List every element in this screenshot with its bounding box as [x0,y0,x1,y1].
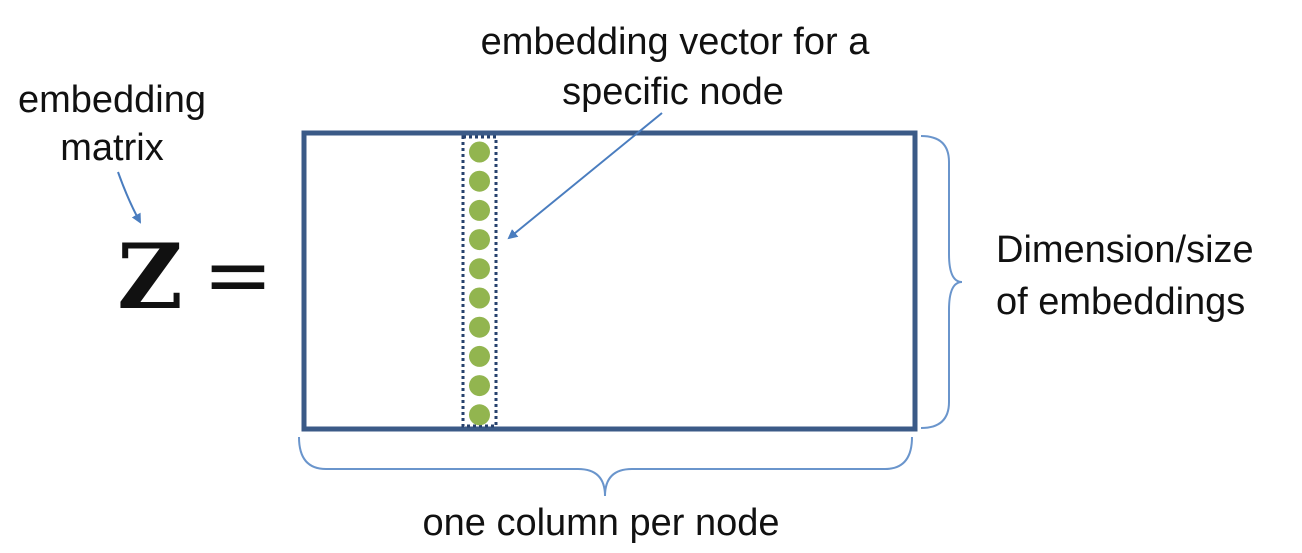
equals-sign: = [203,226,273,324]
label-pointer-arrow [117,171,141,224]
embedding-node [469,375,490,397]
embedding-matrix-label-line1: embedding [18,79,206,121]
dimension-label-line2: of embeddings [996,281,1245,323]
vector-pointer-arrow [507,112,663,240]
dimension-label-line1: Dimension/size [996,229,1254,271]
embedding-matrix-label-line2: matrix [60,127,163,169]
embedding-node [469,170,490,192]
embedding-node [469,199,490,221]
embedding-node [469,258,490,280]
dimension-brace [920,135,963,429]
matrix-rectangle [301,130,918,432]
embedding-node [469,229,490,251]
embedding-node [469,404,490,426]
column-caption: one column per node [422,502,779,544]
embedding-vector-column [469,141,490,426]
embedding-node [469,345,490,367]
embedding-node [469,141,490,163]
vector-highlight-border [461,135,498,428]
vector-label-line1: embedding vector for a [481,21,871,63]
vector-label-line2: specific node [562,71,784,113]
embedding-node [469,316,490,338]
matrix-symbol: Z [117,224,183,330]
embedding-node [469,287,490,309]
column-brace [298,436,913,497]
